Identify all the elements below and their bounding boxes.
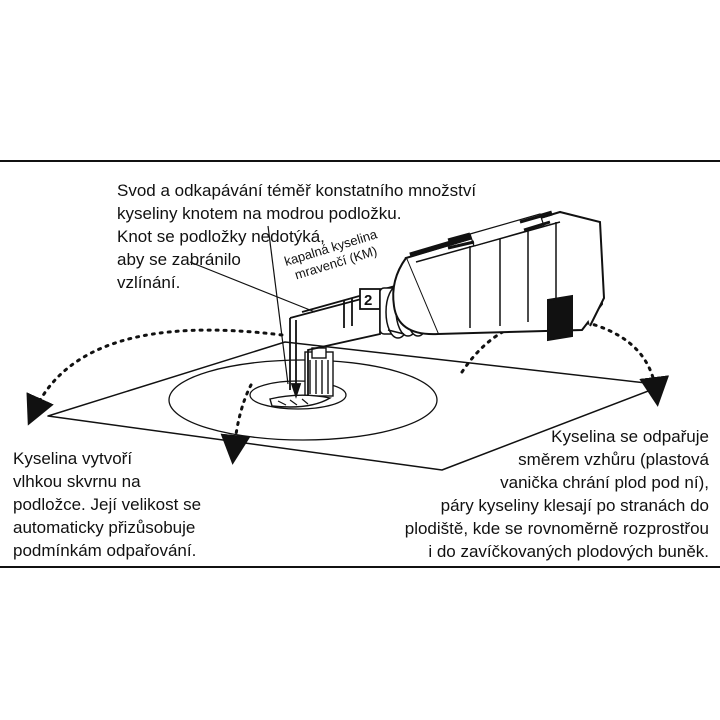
arrow-dotted-left bbox=[26, 328, 284, 426]
arrow-dotted-right bbox=[460, 317, 670, 407]
wick-holder bbox=[289, 285, 396, 399]
caption-wick-line: Knot se podložky nedotýká, bbox=[117, 227, 325, 246]
caption-wick-line: vzlínání. bbox=[117, 273, 181, 292]
caption-wet-spot-line: podložce. Její velikost se bbox=[13, 495, 202, 514]
caption-evaporation-line: plodiště, kde se rovnoměrně rozprostřou bbox=[404, 519, 709, 538]
caption-wick-line: aby se zabránilo bbox=[117, 250, 241, 269]
caption-wet-spot-line: automaticky přizůsobuje bbox=[13, 518, 196, 537]
arrow-dotted-middle bbox=[220, 383, 253, 465]
caption-evaporation-line: i do zavíčkovaných plodových buněk. bbox=[428, 542, 709, 561]
pointer-line-2 bbox=[189, 261, 316, 313]
pointer-line-1 bbox=[267, 225, 289, 385]
caption-wick: Svod a odkapávání téměř konstatního množ… bbox=[117, 179, 476, 294]
caption-evaporation: Kyselina se odpařuje směrem vzhůru (plas… bbox=[405, 425, 709, 563]
caption-wet-spot-line: vlhkou skvrnu na bbox=[13, 472, 141, 491]
wick bbox=[269, 347, 334, 408]
caption-evaporation-line: Kyselina se odpařuje bbox=[551, 427, 709, 446]
device-digit: 2 bbox=[364, 292, 372, 309]
acid-bottle bbox=[392, 210, 606, 342]
caption-wet-spot-line: podmínkám odpařování. bbox=[13, 541, 197, 560]
caption-wick-line: Svod a odkapávání téměř konstatního množ… bbox=[117, 181, 477, 200]
caption-wick-line: kyseliny knotem na modrou podložku. bbox=[117, 204, 402, 223]
caption-wet-spot: Kyselina vytvoří vlhkou skvrnu na podlož… bbox=[13, 447, 201, 562]
caption-evaporation-line: páry kyseliny klesají po stranách do bbox=[440, 496, 709, 515]
top-divider-line bbox=[0, 160, 720, 162]
bottom-divider-line bbox=[0, 566, 720, 568]
wet-spot-inner bbox=[249, 380, 347, 410]
caption-evaporation-line: směrem vzhůru (plastová bbox=[518, 450, 709, 469]
wet-spot-outer bbox=[168, 359, 438, 441]
caption-evaporation-line: vanička chrání plod pod ní), bbox=[500, 473, 709, 492]
caption-wet-spot-line: Kyselina vytvoří bbox=[13, 449, 133, 468]
